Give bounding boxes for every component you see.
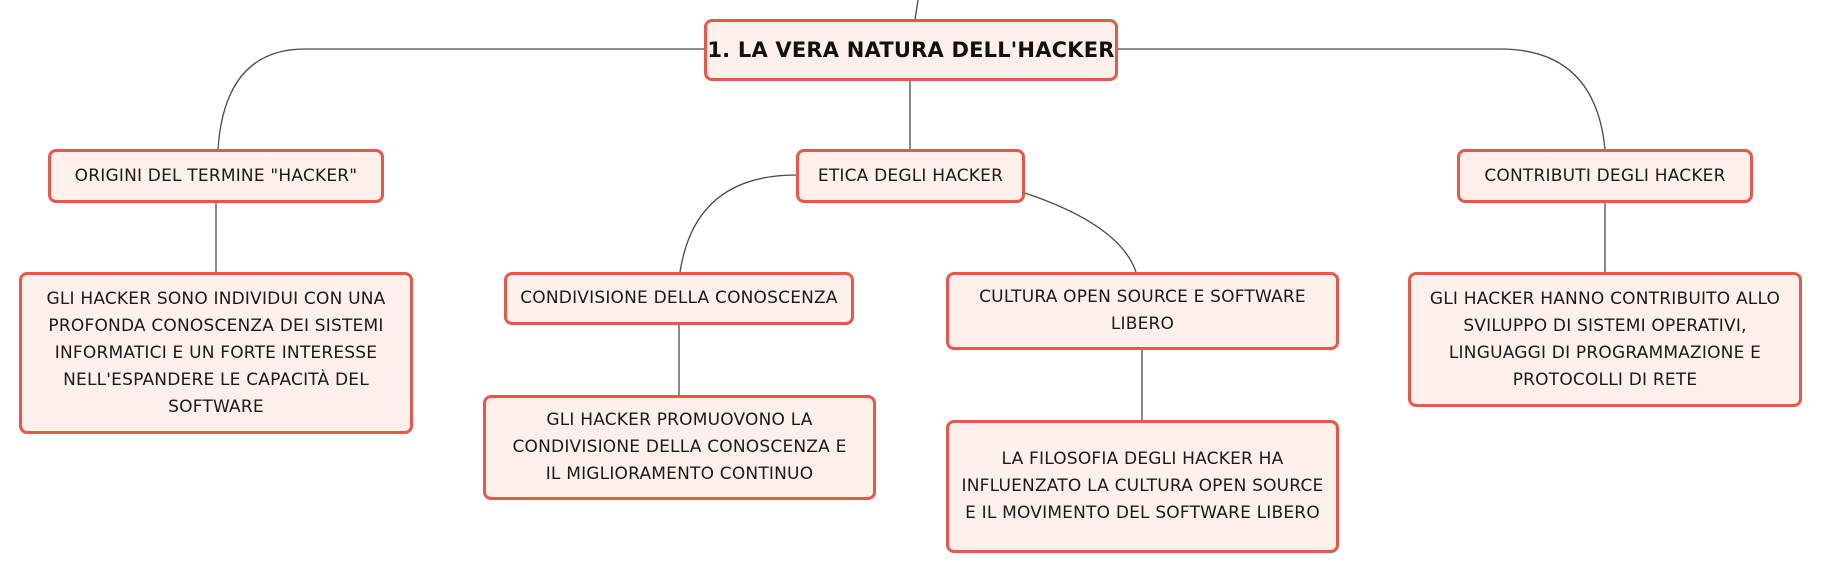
leaf-node-condivisione-promuovono[interactable]: GLI HACKER PROMUOVONO LA CONDIVISIONE DE… <box>483 395 876 500</box>
leaf-label-condivisione-promuovono: GLI HACKER PROMUOVONO LA CONDIVISIONE DE… <box>512 410 847 484</box>
leaf-node-origini-definizione[interactable]: GLI HACKER SONO INDIVIDUI CON UNA PROFON… <box>19 272 413 434</box>
subtopic-label-condivisione: CONDIVISIONE DELLA CONOSCENZA <box>520 288 838 308</box>
subtopic-label-cultura: CULTURA OPEN SOURCE E SOFTWARE LIBERO <box>979 287 1306 334</box>
connector-etica-condivisione <box>679 174 797 273</box>
branch-label-origini: ORIGINI DEL TERMINE "HACKER" <box>74 165 358 186</box>
branch-label-contributi: CONTRIBUTI DEGLI HACKER <box>1484 165 1726 186</box>
leaf-label-contributi-sviluppo: GLI HACKER HANNO CONTRIBUITO ALLO SVILUP… <box>1429 288 1781 390</box>
branch-node-etica[interactable]: ETICA DEGLI HACKER <box>796 149 1025 203</box>
leaf-node-cultura-filosofia[interactable]: LA FILOSOFIA DEGLI HACKER HA INFLUENZATO… <box>946 420 1339 553</box>
root-topic-label: 1. LA VERA NATURA DELL'HACKER <box>707 37 1115 62</box>
leaf-label-cultura-filosofia: LA FILOSOFIA DEGLI HACKER HA INFLUENZATO… <box>961 449 1324 523</box>
connector-etica-cultura <box>1024 192 1137 273</box>
branch-node-contributi[interactable]: CONTRIBUTI DEGLI HACKER <box>1457 149 1753 203</box>
connector-root-origini <box>217 48 704 150</box>
leaf-node-contributi-sviluppo[interactable]: GLI HACKER HANNO CONTRIBUITO ALLO SVILUP… <box>1408 272 1802 407</box>
leaf-label-origini-definizione: GLI HACKER SONO INDIVIDUI CON UNA PROFON… <box>46 288 386 417</box>
root-topic-node[interactable]: 1. LA VERA NATURA DELL'HACKER <box>704 19 1118 81</box>
connector-root-contributi <box>1118 48 1606 150</box>
connector-top-stub <box>914 0 919 21</box>
subtopic-node-cultura[interactable]: CULTURA OPEN SOURCE E SOFTWARE LIBERO <box>946 272 1339 350</box>
branch-node-origini[interactable]: ORIGINI DEL TERMINE "HACKER" <box>48 149 384 203</box>
subtopic-node-condivisione[interactable]: CONDIVISIONE DELLA CONOSCENZA <box>504 272 854 325</box>
branch-label-etica: ETICA DEGLI HACKER <box>817 165 1004 186</box>
